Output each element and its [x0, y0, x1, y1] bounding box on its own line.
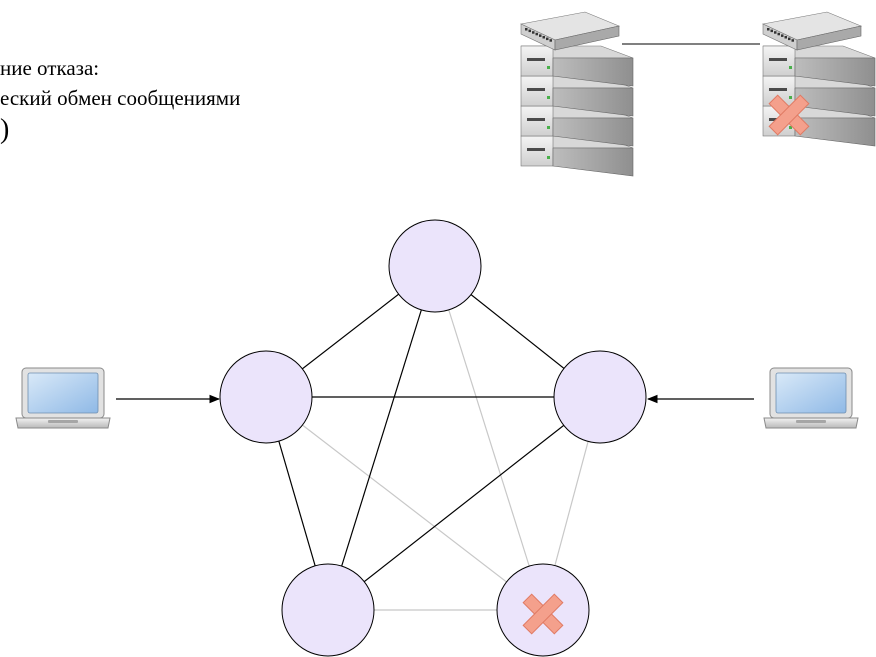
x-mark-icon — [768, 94, 810, 136]
node-right — [553, 350, 647, 444]
links-layer — [265, 265, 601, 611]
failed-server-stack-icon — [762, 11, 876, 147]
laptop-icon — [763, 367, 859, 429]
server-unit — [762, 45, 876, 87]
link-top-bottom-left — [327, 265, 436, 611]
link-top-bottom-right-failed — [434, 265, 544, 611]
caption-line-1: ние отказа: — [0, 56, 100, 80]
server-stack-icon — [520, 11, 634, 177]
node-top — [388, 219, 482, 313]
server-unit — [520, 45, 634, 87]
laptop-icon — [15, 367, 111, 429]
link-right-bottom-left — [327, 396, 601, 611]
x-mark-icon — [522, 593, 564, 635]
nodes-layer — [219, 219, 647, 657]
link-left-bottom-right-failed — [265, 396, 544, 611]
caption-line-3: ) — [0, 114, 10, 145]
node-bottom-left — [281, 563, 375, 657]
network-switch — [520, 11, 621, 51]
caption-line-2: еский обмен сообщениями — [0, 86, 241, 110]
node-left — [219, 350, 313, 444]
network-switch — [762, 11, 863, 51]
